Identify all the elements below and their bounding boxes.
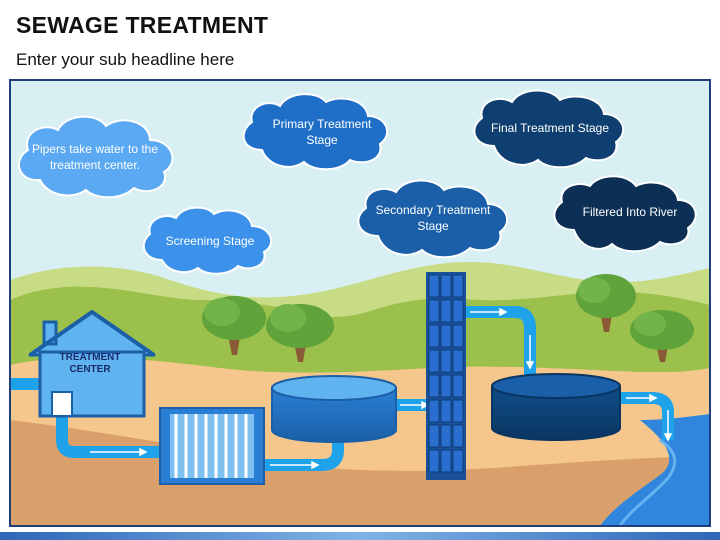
cloud-screening <box>142 206 273 275</box>
cloud-pipes <box>17 115 174 199</box>
cloud-primary <box>242 93 389 171</box>
cloud-filtered <box>553 175 697 253</box>
final-tank <box>491 373 621 441</box>
cloud-label-pipes: Pipers take water to the treatment cente… <box>31 142 159 172</box>
cloud-label-final: Final Treatment Stage <box>490 121 610 135</box>
primary-tank <box>271 375 397 443</box>
secondary-tower <box>426 272 466 480</box>
screening-unit <box>159 407 265 485</box>
tree-right-1 <box>576 274 636 332</box>
river-highlight <box>618 438 677 527</box>
treatment-center-label: TREATMENT CENTER <box>59 352 121 375</box>
cloud-label-filtered: Filtered Into River <box>582 205 678 219</box>
tree-left-1 <box>202 296 266 355</box>
pipe-tower-to-final <box>464 306 536 378</box>
scene-frame <box>9 79 711 527</box>
page-title: SEWAGE TREATMENT <box>16 12 269 38</box>
tree-left-2 <box>266 304 334 362</box>
cloud-label-primary: Primary Treatment Stage <box>272 117 372 147</box>
bottom-accent-bar <box>0 532 720 540</box>
pipe-center-to-screen <box>56 410 162 458</box>
cloud-label-screening: Screening Stage <box>165 234 255 248</box>
cloud-secondary <box>357 179 509 259</box>
tree-right-2 <box>630 310 694 362</box>
treatment-center-building <box>28 310 156 418</box>
river <box>600 414 710 526</box>
flow-arrows <box>90 307 673 470</box>
cloud-final <box>473 89 625 169</box>
page-subtitle: Enter your sub headline here <box>16 50 235 69</box>
cloud-label-secondary: Secondary Treatment Stage <box>375 203 491 233</box>
pipe-screen-to-primary <box>262 426 344 471</box>
